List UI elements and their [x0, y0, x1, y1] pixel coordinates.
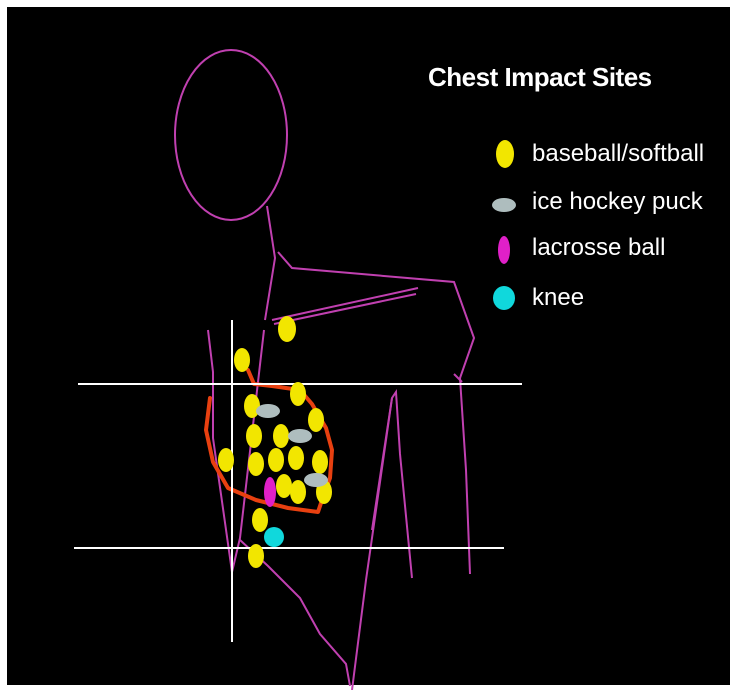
baseball-marker [308, 408, 324, 432]
baseball-marker [234, 348, 250, 372]
baseball-marker [246, 424, 262, 448]
legend-label: lacrosse ball [532, 230, 665, 266]
clavicle-line [272, 288, 418, 324]
puck-marker [256, 404, 280, 418]
knee-marker [264, 527, 284, 547]
legend-item-baseball: baseball/softball [488, 136, 728, 172]
baseball-marker [278, 316, 296, 342]
puck-marker [304, 473, 328, 487]
legend-label: baseball/softball [532, 136, 704, 172]
cyan-circle-icon [493, 286, 515, 310]
magenta-ellipse-icon [498, 236, 510, 264]
sternum-line-2 [352, 398, 392, 690]
legend-label: ice hockey puck [532, 184, 703, 220]
baseball-marker [252, 508, 268, 532]
legend-item-lacrosse: lacrosse ball [488, 230, 728, 266]
baseball-marker [248, 452, 264, 476]
shoulder-line [278, 252, 474, 574]
baseball-marker [290, 480, 306, 504]
baseball-marker [273, 424, 289, 448]
legend-label: knee [532, 280, 584, 316]
head-outline [175, 50, 287, 220]
diagram-title: Chest Impact Sites [428, 62, 718, 93]
baseball-marker [290, 382, 306, 406]
legend-item-knee: knee [488, 280, 728, 316]
gray-oval-icon [492, 198, 516, 212]
body-outline [175, 50, 474, 690]
legend-item-puck: ice hockey puck [488, 184, 728, 220]
yellow-ellipse-icon [496, 140, 514, 168]
neck-line [265, 206, 275, 320]
baseball-marker [248, 544, 264, 568]
baseball-marker [288, 446, 304, 470]
lacrosse-marker [264, 477, 276, 507]
baseball-marker [312, 450, 328, 474]
puck-marker [288, 429, 312, 443]
baseball-marker [268, 448, 284, 472]
sternum-line [372, 392, 412, 578]
baseball-marker [276, 474, 292, 498]
baseball-marker [218, 448, 234, 472]
